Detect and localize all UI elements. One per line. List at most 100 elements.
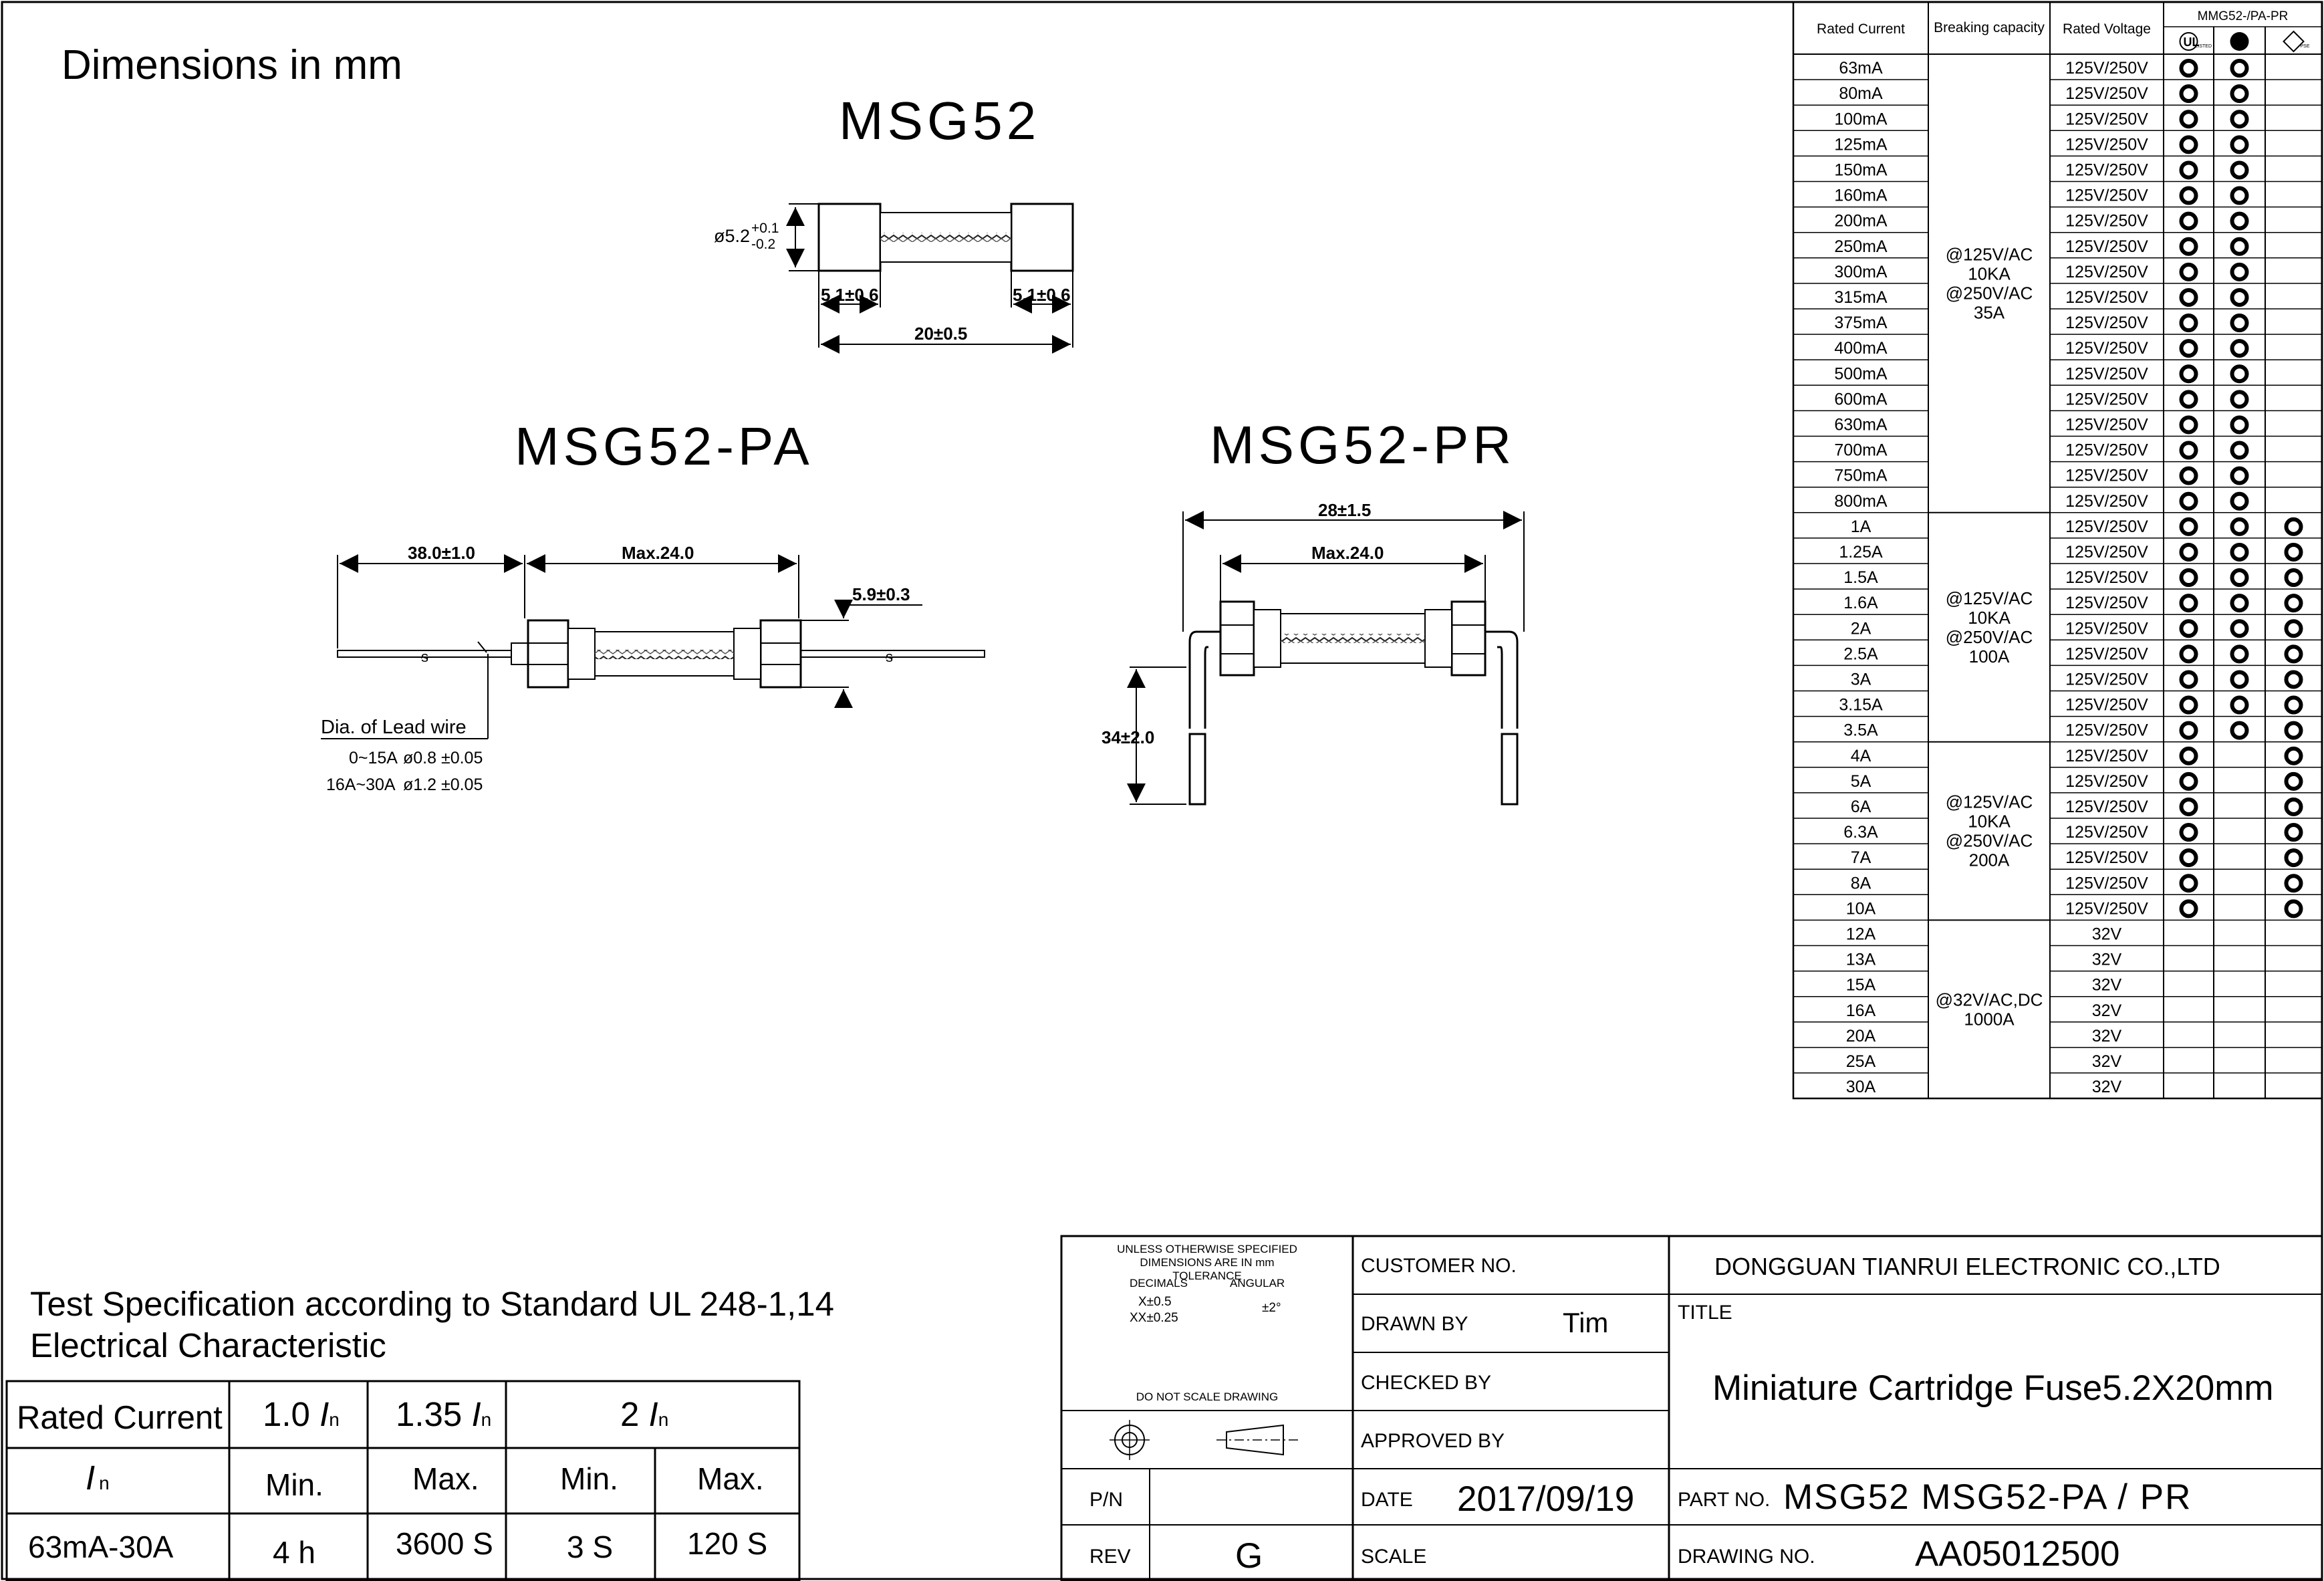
company-name: DONGGUAN TIANRUI ELECTRONIC CO.,LTD bbox=[1714, 1253, 2220, 1280]
approval-mark-icon bbox=[2179, 823, 2198, 842]
rated-voltage-cell: 125V/250V bbox=[2065, 517, 2148, 536]
rated-voltage-cell: 125V/250V bbox=[2065, 619, 2148, 638]
rated-voltage-cell: 125V/250V bbox=[2065, 467, 2148, 485]
rated-current-cell: 200mA bbox=[1834, 212, 1888, 231]
rated-current-cell: 80mA bbox=[1839, 84, 1883, 103]
title-block: UNLESS OTHERWISE SPECIFIED DIMENSIONS AR… bbox=[1060, 1235, 2323, 1581]
rated-voltage-cell: 125V/250V bbox=[2065, 823, 2148, 842]
table-row: 1A 125V/250V bbox=[1851, 517, 2303, 536]
approval-mark-icon bbox=[2179, 339, 2198, 358]
tolerance-line-3: TOLERANCE bbox=[1172, 1269, 1242, 1282]
approval-mark-icon bbox=[2230, 695, 2249, 715]
approval-mark-icon bbox=[2179, 542, 2198, 562]
breaking-capacity-cell: @125V/AC bbox=[1946, 588, 2033, 608]
approval-mark-icon bbox=[2230, 594, 2249, 613]
rated-voltage-cell: 125V/250V bbox=[2065, 441, 2148, 460]
date-value: 2017/09/19 bbox=[1457, 1479, 1634, 1519]
rated-current-cell: 8A bbox=[1851, 874, 1871, 892]
tolerance-line-1: UNLESS OTHERWISE SPECIFIED bbox=[1117, 1243, 1297, 1255]
x-tolerance: X±0.5 bbox=[1138, 1295, 1172, 1309]
approval-mark-icon bbox=[2230, 237, 2249, 256]
pn-label: P/N bbox=[1089, 1489, 1123, 1511]
msg52-tol-minus: -0.2 bbox=[751, 237, 775, 252]
rated-voltage-cell: 32V bbox=[2092, 1027, 2122, 1046]
approval-mark-icon bbox=[2179, 874, 2198, 893]
pr-overall-width-dim: 28±1.5 bbox=[1318, 500, 1371, 520]
rated-current-cell: 160mA bbox=[1834, 187, 1888, 205]
table-row: 750mA 125V/250V bbox=[1834, 466, 2249, 485]
rated-voltage-cell: 125V/250V bbox=[2065, 644, 2148, 663]
rated-voltage-cell: 125V/250V bbox=[2065, 696, 2148, 715]
approval-mark-icon bbox=[2179, 364, 2198, 384]
rated-current-cell: 150mA bbox=[1834, 161, 1888, 180]
lead-wire-row1-value: ø0.8 ±0.05 bbox=[403, 749, 483, 767]
rated-current-cell: 1.5A bbox=[1843, 568, 1878, 587]
approval-mark-icon bbox=[2179, 568, 2198, 588]
pa-cap-right bbox=[759, 619, 802, 689]
approval-mark-icon bbox=[2179, 287, 2198, 307]
approval-mark-icon bbox=[2230, 211, 2249, 231]
rated-current-cell: 10A bbox=[1846, 899, 1876, 918]
lead-wire-row1-range: 0~15A bbox=[349, 749, 398, 767]
approval-mark-icon bbox=[2284, 619, 2303, 638]
svg-text:In: In bbox=[86, 1459, 110, 1497]
rated-current-cell: 750mA bbox=[1834, 467, 1888, 485]
approval-mark-icon bbox=[2179, 211, 2198, 231]
rated-voltage-cell: 125V/250V bbox=[2065, 899, 2148, 918]
approval-mark-icon bbox=[2230, 84, 2249, 104]
rated-voltage-cell: 32V bbox=[2092, 1001, 2122, 1020]
approval-mark-icon bbox=[2179, 594, 2198, 613]
approval-mark-icon bbox=[2179, 110, 2198, 129]
rated-voltage-cell: 125V/250V bbox=[2065, 314, 2148, 332]
rated-current-cell: 100mA bbox=[1834, 110, 1888, 128]
spec-value-2x-min: 3 S bbox=[567, 1530, 613, 1564]
dimensions-label: Dimensions in mm bbox=[61, 42, 402, 88]
rated-voltage-cell: 125V/250V bbox=[2065, 568, 2148, 587]
breaking-capacity-cell: @250V/AC bbox=[1946, 831, 2033, 851]
approval-mark-icon bbox=[2179, 517, 2198, 536]
approval-mark-icon bbox=[2230, 466, 2249, 485]
rated-current-cell: 1A bbox=[1851, 517, 1871, 536]
spec-max-135x: Max. bbox=[412, 1461, 479, 1496]
breaking-capacity-cell: @250V/AC bbox=[1946, 283, 2033, 303]
approval-mark-icon bbox=[2284, 797, 2303, 816]
approval-mark-icon bbox=[2284, 874, 2303, 893]
rated-voltage-cell: 32V bbox=[2092, 925, 2122, 944]
breaking-capacity-cell: 35A bbox=[1974, 302, 2005, 322]
breaking-capacity-cell: @32V/AC,DC bbox=[1936, 989, 2043, 1009]
svg-text:2 In: 2 In bbox=[620, 1395, 668, 1433]
tolerance-line-2: DIMENSIONS ARE IN mm bbox=[1140, 1256, 1274, 1269]
customer-no-label: CUSTOMER NO. bbox=[1361, 1255, 1517, 1277]
drawn-by-value: Tim bbox=[1563, 1307, 1608, 1338]
approval-mark-icon bbox=[2284, 644, 2303, 664]
rated-voltage-cell: 125V/250V bbox=[2065, 187, 2148, 205]
rated-voltage-cell: 32V bbox=[2092, 951, 2122, 969]
rated-voltage-cell: 125V/250V bbox=[2065, 390, 2148, 408]
table-row: 160mA 125V/250V bbox=[1834, 186, 2249, 205]
rated-voltage-cell: 32V bbox=[2092, 1078, 2122, 1096]
decimals-label: DECIMALS bbox=[1130, 1277, 1188, 1290]
spec-row-current: 63mA-30A bbox=[28, 1530, 174, 1564]
approval-mark-icon bbox=[2284, 746, 2303, 765]
approval-mark-icon bbox=[2179, 746, 2198, 765]
spec-rated-current-label: Rated Current bbox=[17, 1400, 223, 1436]
spec-max-2x: Max. bbox=[697, 1461, 764, 1496]
rated-current-cell: 12A bbox=[1846, 925, 1876, 944]
drawing-no-value: AA05012500 bbox=[1915, 1534, 2120, 1574]
pa-fuse-element bbox=[595, 650, 734, 659]
msg52-pa-fuse-drawing: ᵴ ᵴ 38.0±1.0 Max.24.0 5.9±0.3 Dia. bbox=[321, 543, 985, 794]
breaking-capacity-cell: @250V/AC bbox=[1946, 627, 2033, 647]
